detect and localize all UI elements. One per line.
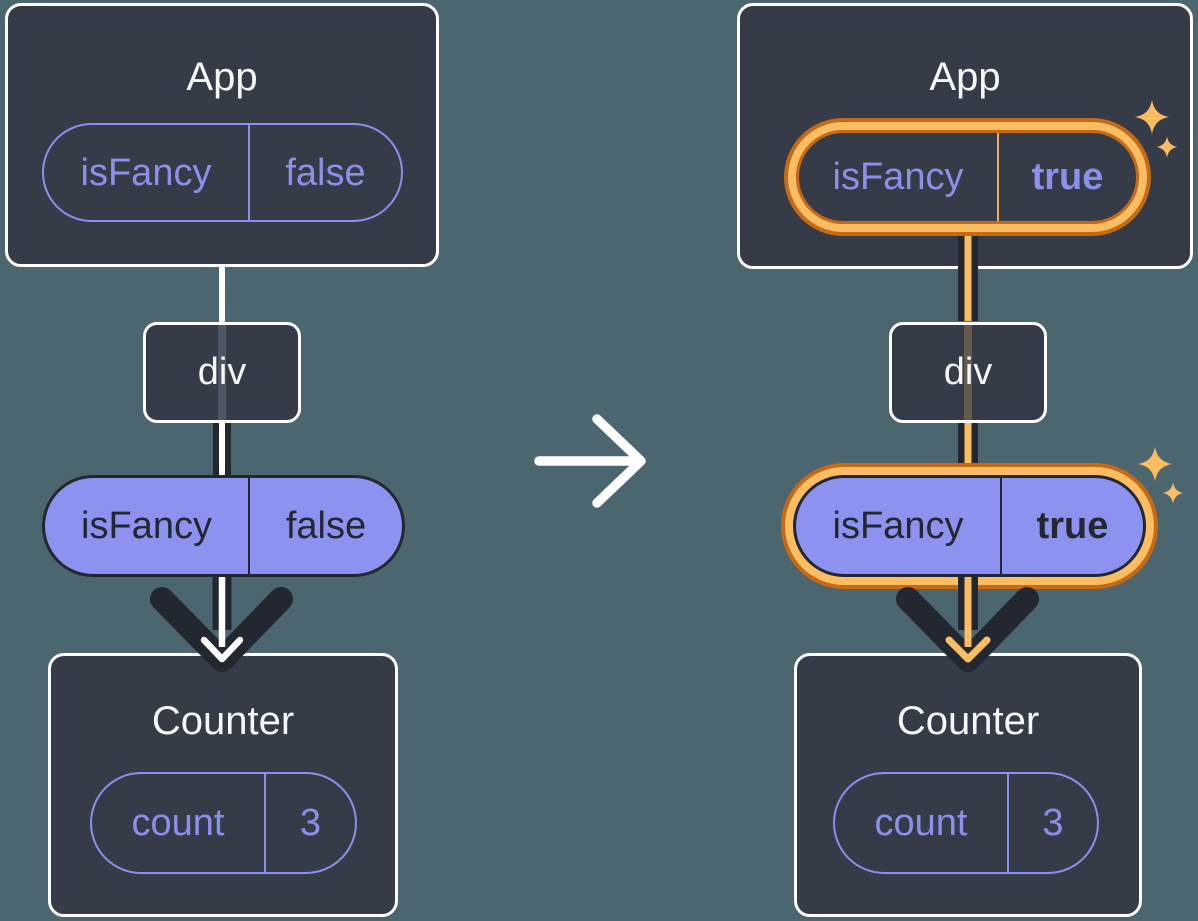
passed-prop-pill-highlighted: isFancy true <box>793 475 1146 577</box>
app-component-box: App isFancy true <box>737 3 1193 269</box>
sparkle-icon <box>1138 447 1172 481</box>
passed-prop-pill: isFancy false <box>42 475 405 577</box>
prop-name: isFancy <box>80 151 212 194</box>
component-title: Counter <box>151 699 295 743</box>
transform-arrow-icon <box>534 414 646 508</box>
div-label: div <box>943 351 993 393</box>
state-value: 3 <box>264 774 355 872</box>
div-label: div <box>197 351 247 393</box>
prop-name: isFancy <box>81 505 212 547</box>
prop-value: false <box>248 478 402 574</box>
prop-name: isFancy <box>832 505 964 547</box>
state-name: count <box>131 802 225 844</box>
app-component-box: App isFancy false <box>5 3 439 267</box>
state-pill: count 3 <box>90 772 357 874</box>
div-element-box: div <box>889 322 1047 423</box>
div-element-box: div <box>143 322 301 423</box>
prop-flow-arrow <box>150 577 293 672</box>
component-title: App <box>186 55 258 99</box>
state-pill: count 3 <box>833 772 1099 874</box>
state-value: 3 <box>1007 774 1097 872</box>
prop-value: true <box>1000 478 1143 574</box>
prop-pill: isFancy false <box>42 123 403 222</box>
component-title: Counter <box>896 699 1040 743</box>
component-title: App <box>929 55 1001 99</box>
prop-value: true <box>997 133 1136 221</box>
counter-component-box: Counter count 3 <box>48 653 398 917</box>
prop-flow-arrow-highlighted <box>896 577 1039 672</box>
sparkle-icon <box>1162 482 1184 504</box>
flow-line-ghost <box>218 325 226 420</box>
state-name: count <box>874 802 968 844</box>
prop-value: false <box>248 125 401 220</box>
counter-component-box: Counter count 3 <box>794 653 1142 917</box>
flow-line-ghost <box>964 325 972 420</box>
prop-name: isFancy <box>832 156 964 198</box>
prop-pill-highlighted: isFancy true <box>796 130 1139 224</box>
